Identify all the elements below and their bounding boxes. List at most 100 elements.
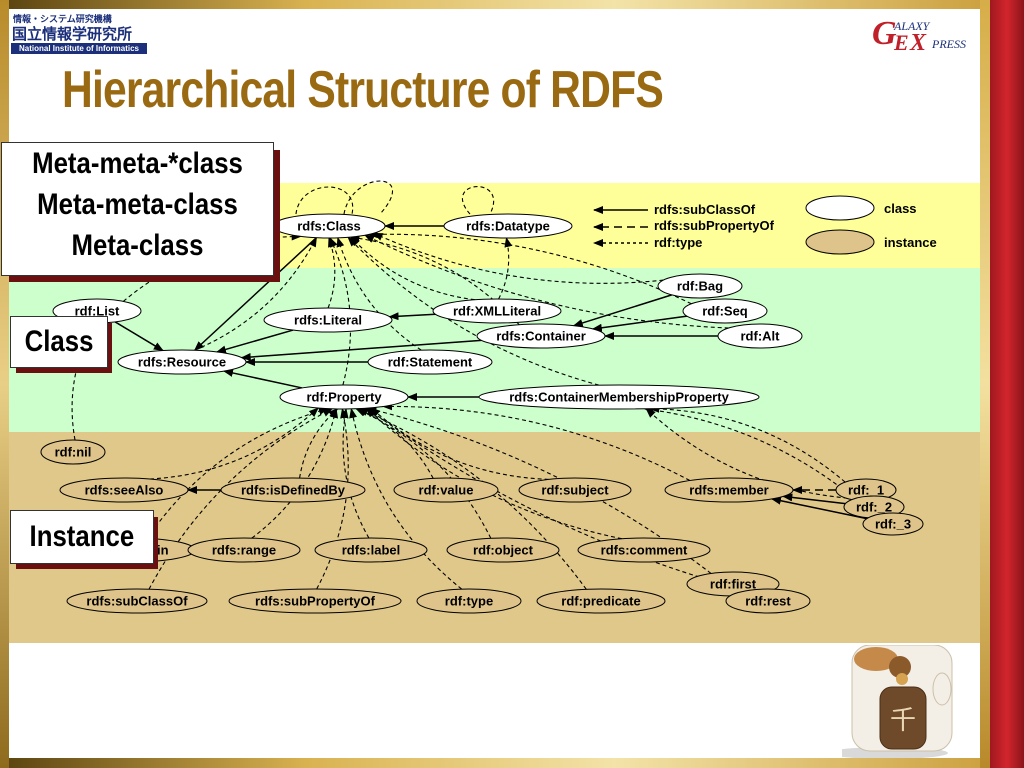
node-rdf-list-label: rdf:List	[75, 304, 120, 319]
node-rdfs-resource-label: rdfs:Resource	[138, 355, 226, 370]
node-rdf-first-label: rdf:first	[710, 577, 757, 592]
edge-container-to-resource	[240, 339, 482, 362]
node-rdf-subject-label: rdf:subject	[541, 483, 609, 498]
brand-e: E	[893, 30, 909, 55]
edge-m3-to-member	[770, 496, 868, 520]
node-rdf-3-ellipse	[862, 512, 924, 536]
edges-layer	[71, 180, 875, 592]
node-rdfs-comment-ellipse	[577, 537, 711, 563]
edge-subject-to-property	[370, 407, 549, 480]
node-rdfs-resource-ellipse	[117, 349, 247, 375]
legend-class-text: class	[884, 201, 917, 216]
node-rdfs-containermembershipproperty-ellipse	[478, 384, 760, 410]
node-rdf-type-ellipse	[416, 588, 522, 614]
brand-press: PRESS	[931, 37, 966, 51]
left-frame-bar	[0, 0, 9, 768]
node-rdf-alt-label: rdf:Alt	[741, 329, 781, 344]
node-rdfs-isdefinedby-label: rdfs:isDefinedBy	[241, 483, 346, 498]
edge-property-to-class	[329, 237, 352, 386]
node-rdf-property-ellipse	[279, 384, 409, 410]
node-rdfs-range-label: rdfs:range	[212, 543, 276, 558]
node-rdfs-containermembershipproperty-label: rdfs:ContainerMembershipProperty	[509, 390, 729, 405]
node-rdf-rest-label: rdf:rest	[745, 594, 791, 609]
edge-seealso-to-property	[149, 407, 319, 480]
node-rdfs-member-label: rdfs:member	[689, 483, 768, 498]
brand-g: G	[872, 15, 897, 52]
node-rdf-xmlliteral-ellipse	[432, 298, 562, 324]
instance-callout-label: Instance	[29, 520, 135, 553]
legend-subproperty-text: rdfs:subPropertyOf	[654, 218, 775, 233]
edge-rest-to-property	[366, 407, 747, 592]
node-rdfs-label-ellipse	[314, 537, 428, 563]
node-rdfs-resource: rdfs:Resource	[117, 349, 247, 375]
node-rdfs-member: rdfs:member	[664, 477, 794, 503]
node-rdf-property-label: rdf:Property	[306, 390, 382, 405]
edge-m2-to-cmp	[645, 408, 855, 500]
meta-class-callout: Meta-meta-*class Meta-meta-class Meta-cl…	[1, 142, 274, 276]
node-rdf-property: rdf:Property	[279, 384, 409, 410]
bottom-frame-bar	[0, 758, 1024, 768]
node-rdf-value-ellipse	[393, 477, 499, 503]
node-rdf-1: rdf:_1	[835, 478, 897, 502]
node-rdf-bag-ellipse	[657, 273, 743, 299]
edge-statement-to-class	[336, 236, 422, 351]
node-rdfs-seealso-ellipse	[59, 477, 189, 503]
edge-comment-to-property	[365, 407, 622, 540]
edge-m3-to-cmp	[643, 405, 875, 516]
node-rdfs-comment-label: rdfs:comment	[601, 543, 688, 558]
edge-object-to-property	[355, 408, 492, 539]
class-callout-label: Class	[24, 325, 94, 358]
edge-property-to-resource	[222, 369, 303, 389]
node-rdf-xmlliteral: rdf:XMLLiteral	[432, 298, 562, 324]
legend-class-swatch	[805, 195, 875, 221]
edge-type-to-property	[349, 407, 463, 590]
node-rdf-rest-ellipse	[725, 588, 811, 614]
edge-bag-to-class	[372, 232, 664, 284]
node-rdf-seq-label: rdf:Seq	[702, 304, 748, 319]
edge-bag-to-container	[572, 294, 672, 327]
edge-literal-to-class	[327, 237, 336, 309]
node-rdfs-datatype: rdfs:Datatype	[443, 213, 573, 239]
node-rdf-nil: rdf:nil	[40, 439, 106, 465]
right-red-bar	[990, 0, 1024, 768]
nii-logo-jp-small: 情報・システム研究機構	[13, 14, 112, 24]
svg-text:千: 千	[890, 706, 916, 736]
node-rdfs-datatype-label: rdfs:Datatype	[466, 219, 550, 234]
edge-m2-to-member	[782, 493, 846, 505]
edge-alt-to-class	[364, 234, 729, 329]
edge-label-to-property	[340, 408, 370, 539]
node-rdf-statement: rdf:Statement	[367, 349, 493, 375]
node-rdfs-class-label: rdfs:Class	[297, 219, 361, 234]
node-rdfs-seealso: rdfs:seeAlso	[59, 477, 189, 503]
node-rdfs-range: rdfs:range	[187, 537, 301, 563]
node-rdf-type: rdf:type	[416, 588, 522, 614]
node-rdfs-container: rdfs:Container	[476, 323, 606, 349]
node-rdf-subject: rdf:subject	[518, 477, 632, 503]
node-rdf-seq: rdf:Seq	[682, 298, 768, 324]
edge-seq-to-container	[591, 315, 688, 332]
edge-xmlliteral-to-datatype	[498, 237, 513, 300]
nii-logo-jp-big: 国立情報学研究所	[12, 26, 133, 43]
node-rdf-3-label: rdf:_3	[875, 517, 911, 532]
page-title: Hierarchical Structure of RDFS	[62, 61, 664, 119]
node-rdf-2: rdf:_2	[843, 495, 905, 519]
node-rdf-bag: rdf:Bag	[657, 273, 743, 299]
edge-list-to-resource	[114, 321, 164, 352]
node-rdfs-subclassof-label: rdfs:subClassOf	[86, 594, 188, 609]
node-rdf-object-label: rdf:object	[473, 543, 534, 558]
class-callout: Class	[10, 316, 108, 368]
node-rdf-subject-ellipse	[518, 477, 632, 503]
edge-domain-to-property	[146, 407, 329, 539]
node-rdfs-label-label: rdfs:label	[342, 543, 401, 558]
node-rdfs-comment: rdfs:comment	[577, 537, 711, 563]
node-rdf-alt: rdf:Alt	[717, 323, 803, 349]
legend-instance-swatch	[805, 229, 875, 255]
edge-subclassof-to-property	[148, 408, 333, 590]
node-rdfs-class: rdfs:Class	[272, 213, 386, 239]
meta-line-2: Meta-meta-class	[37, 188, 238, 221]
top-frame-bar	[0, 0, 1024, 9]
node-rdfs-subclassof-ellipse	[66, 588, 208, 614]
meta-line-3: Meta-class	[71, 229, 204, 262]
